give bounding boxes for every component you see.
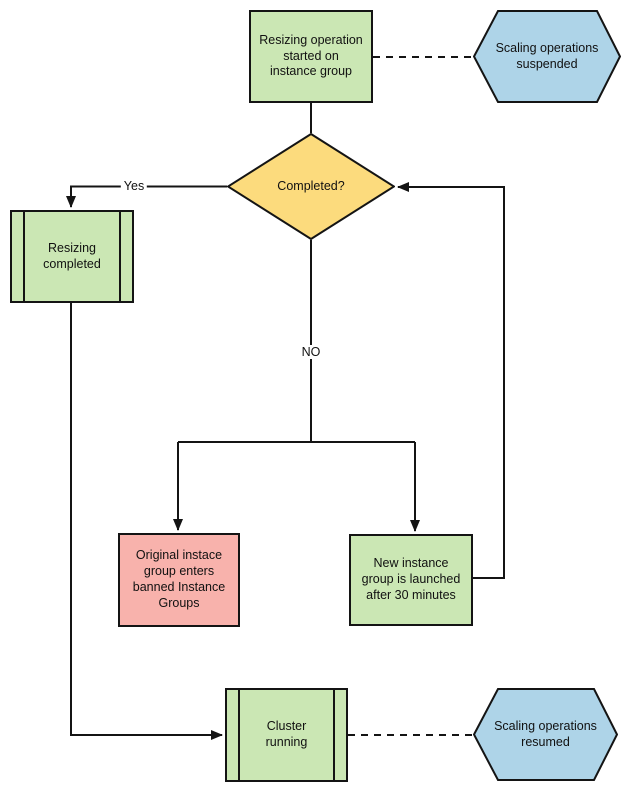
node-resize-start-label: Resizing operation started on instance g…: [259, 32, 363, 79]
node-scaling-resumed-label: Scaling operations resumed: [494, 718, 597, 749]
predefined-bar-left: [238, 690, 240, 780]
node-completed-decision: Completed?: [227, 133, 395, 240]
node-resize-start: Resizing operation started on instance g…: [249, 10, 373, 103]
node-cluster-running-label: Cluster running: [265, 719, 308, 749]
hexagon-shape: [473, 10, 621, 103]
node-new-instance: New instance group is launched after 30 …: [349, 534, 473, 626]
node-resizing-completed-label: Resizing completed: [43, 240, 101, 271]
node-banned-groups: Original instace group enters banned Ins…: [118, 533, 240, 627]
edge-resizing-done-to-cluster: [70, 303, 223, 740]
edge-new-instance-to-completed: [397, 182, 505, 579]
node-new-instance-label: New instance group is launched after 30 …: [361, 556, 461, 602]
predefined-bar-left: [23, 212, 25, 301]
predefined-bar-right: [119, 212, 121, 301]
node-cluster-running: Cluster running: [225, 688, 348, 782]
node-scaling-suspended-label: Scaling operations suspended: [495, 40, 599, 71]
predefined-bar-right: [333, 690, 335, 780]
edge-label-yes: Yes: [120, 179, 148, 193]
hexagon-shape: [473, 688, 618, 781]
node-scaling-resumed: Scaling operations resumed: [473, 688, 618, 781]
node-completed-label: Completed?: [277, 178, 345, 193]
edge-completed-yes: [66, 185, 227, 208]
diamond-shape: [227, 133, 395, 240]
node-scaling-suspended: Scaling operations suspended: [473, 10, 621, 103]
node-resizing-completed: Resizing completed: [10, 210, 134, 303]
edge-label-no: NO: [298, 345, 324, 359]
node-banned-groups-label: Original instace group enters banned Ins…: [132, 548, 226, 610]
